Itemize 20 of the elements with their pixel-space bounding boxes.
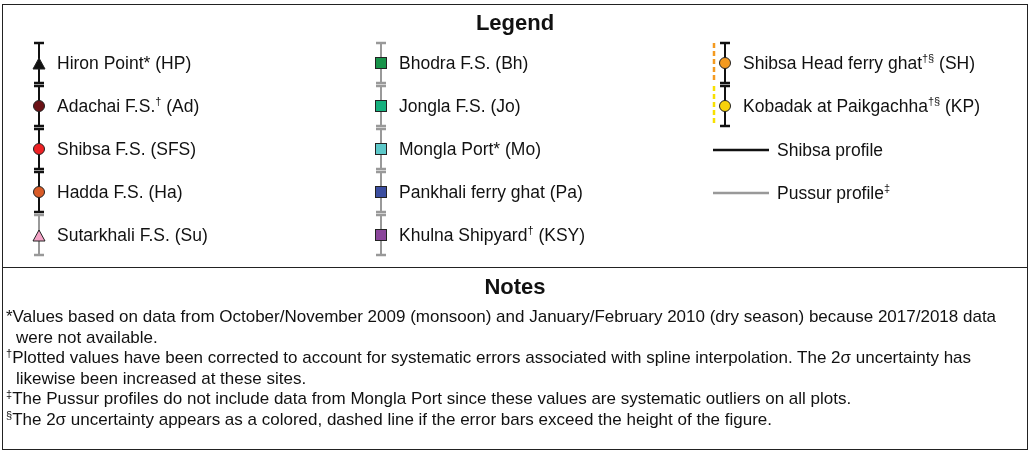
legend-label: Hadda F.S. (Ha) xyxy=(57,181,183,203)
legend-label: Shibsa profile xyxy=(777,139,884,161)
legend-heading: Legend xyxy=(475,11,555,35)
notes-heading: Notes xyxy=(484,275,546,299)
legend-label: Khulna Shipyard$^{†}$ (KSY) xyxy=(399,224,586,246)
legend-label: Hiron Point* (HP) xyxy=(57,52,192,74)
legend-label: Pankhali ferry ghat (Pa) xyxy=(399,181,583,203)
legend-label: Kobadak at Paikgachha$^{†§}$ (KP) xyxy=(743,95,980,117)
footnote: $^{‡}$The Pussur profiles do not include data from Mongla Port since these values are systematic outliers on all plots. xyxy=(6,389,853,410)
legend-label: Jongla F.S. (Jo) xyxy=(399,95,521,117)
legend-label: Shibsa F.S. (SFS) xyxy=(57,138,197,160)
footnote: $^{§}$The 2σ uncertainty appears as a colored, dashed line if the error bars exceed the height of the figure. xyxy=(6,409,774,430)
legend-label: Bhodra F.S. (Bh) xyxy=(399,52,529,74)
legend-label: Sutarkhali F.S. (Su) xyxy=(57,224,208,246)
legend-label: Shibsa Head ferry ghat$^{†§}$ (SH) xyxy=(743,52,976,74)
legend-label: Adachai F.S.$^{†}$ (Ad) xyxy=(57,95,200,117)
footnote: *Values based on data from October/November 2009 (monsoon) and January/February 2010 (dry season) because 2017/2018 data were not available. xyxy=(6,307,998,348)
footnote: $^{†}$Plotted values have been corrected to account for systematic errors associated with spline interpolation. The 2σ uncertainty has likewise been increased at these sites. xyxy=(6,348,973,389)
legend-label: Pussur profile$^{‡}$ xyxy=(777,182,891,204)
legend-label: Mongla Port* (Mo) xyxy=(399,138,541,160)
